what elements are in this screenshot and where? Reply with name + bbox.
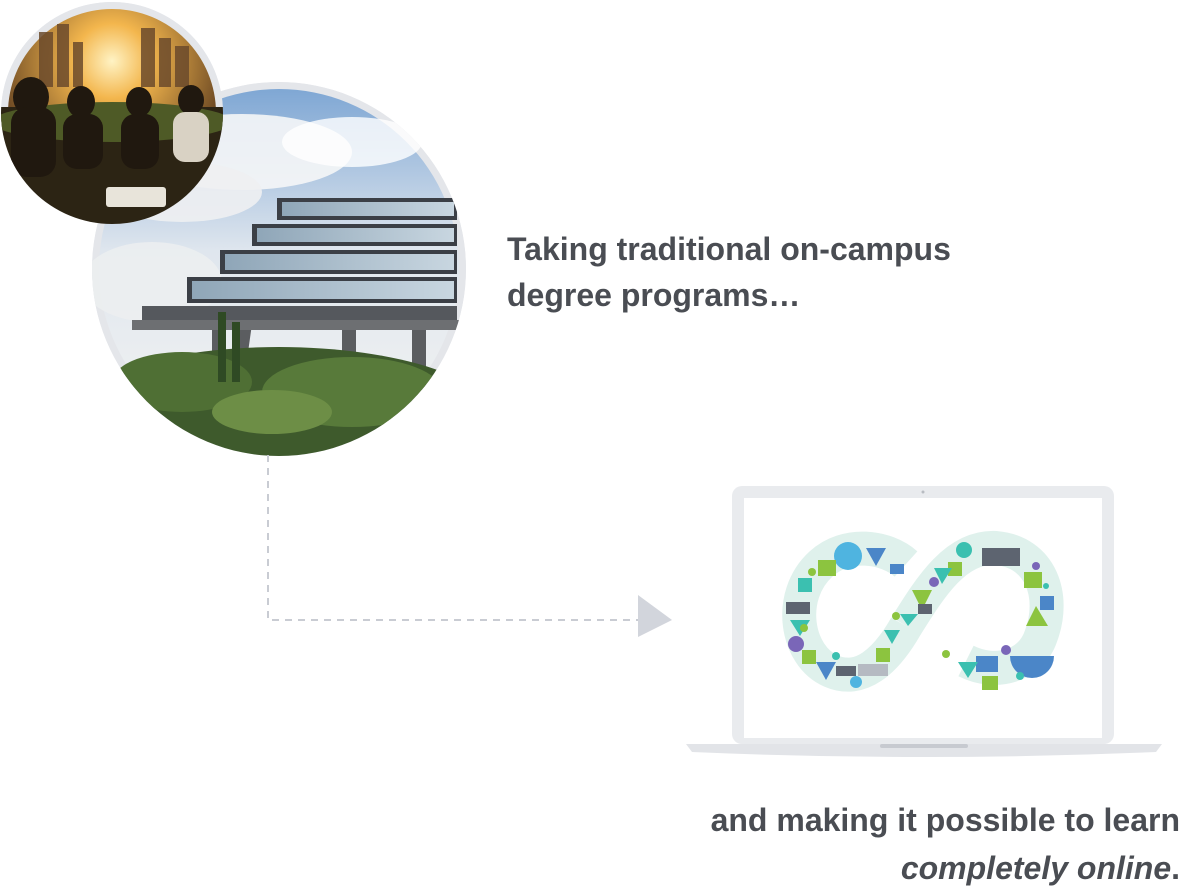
laptop-notch [880, 744, 968, 748]
dashed-connector-line [267, 455, 638, 621]
laptop-base [686, 744, 1162, 757]
flow-connector [267, 455, 672, 637]
headline-traditional-programs: Taking traditional on-campus degree prog… [507, 226, 1067, 318]
headline-bottom-emphasis: completely online [900, 850, 1172, 886]
laptop-illustration [686, 486, 1162, 762]
camera-dot-icon [921, 490, 925, 494]
infinity-mosaic-logo [782, 531, 1064, 692]
headline-bottom-period: . [1171, 850, 1180, 886]
headline-learn-online: and making it possible to learn complete… [600, 796, 1180, 892]
headline-bottom-line-1: and making it possible to learn [710, 802, 1180, 838]
headline-top-line-1: Taking traditional on-campus [507, 231, 951, 267]
arrow-right-icon [638, 595, 672, 637]
students-picnic-photo [1, 2, 223, 224]
students-picnic-illustration [1, 2, 223, 224]
headline-top-line-2: degree programs… [507, 277, 801, 313]
